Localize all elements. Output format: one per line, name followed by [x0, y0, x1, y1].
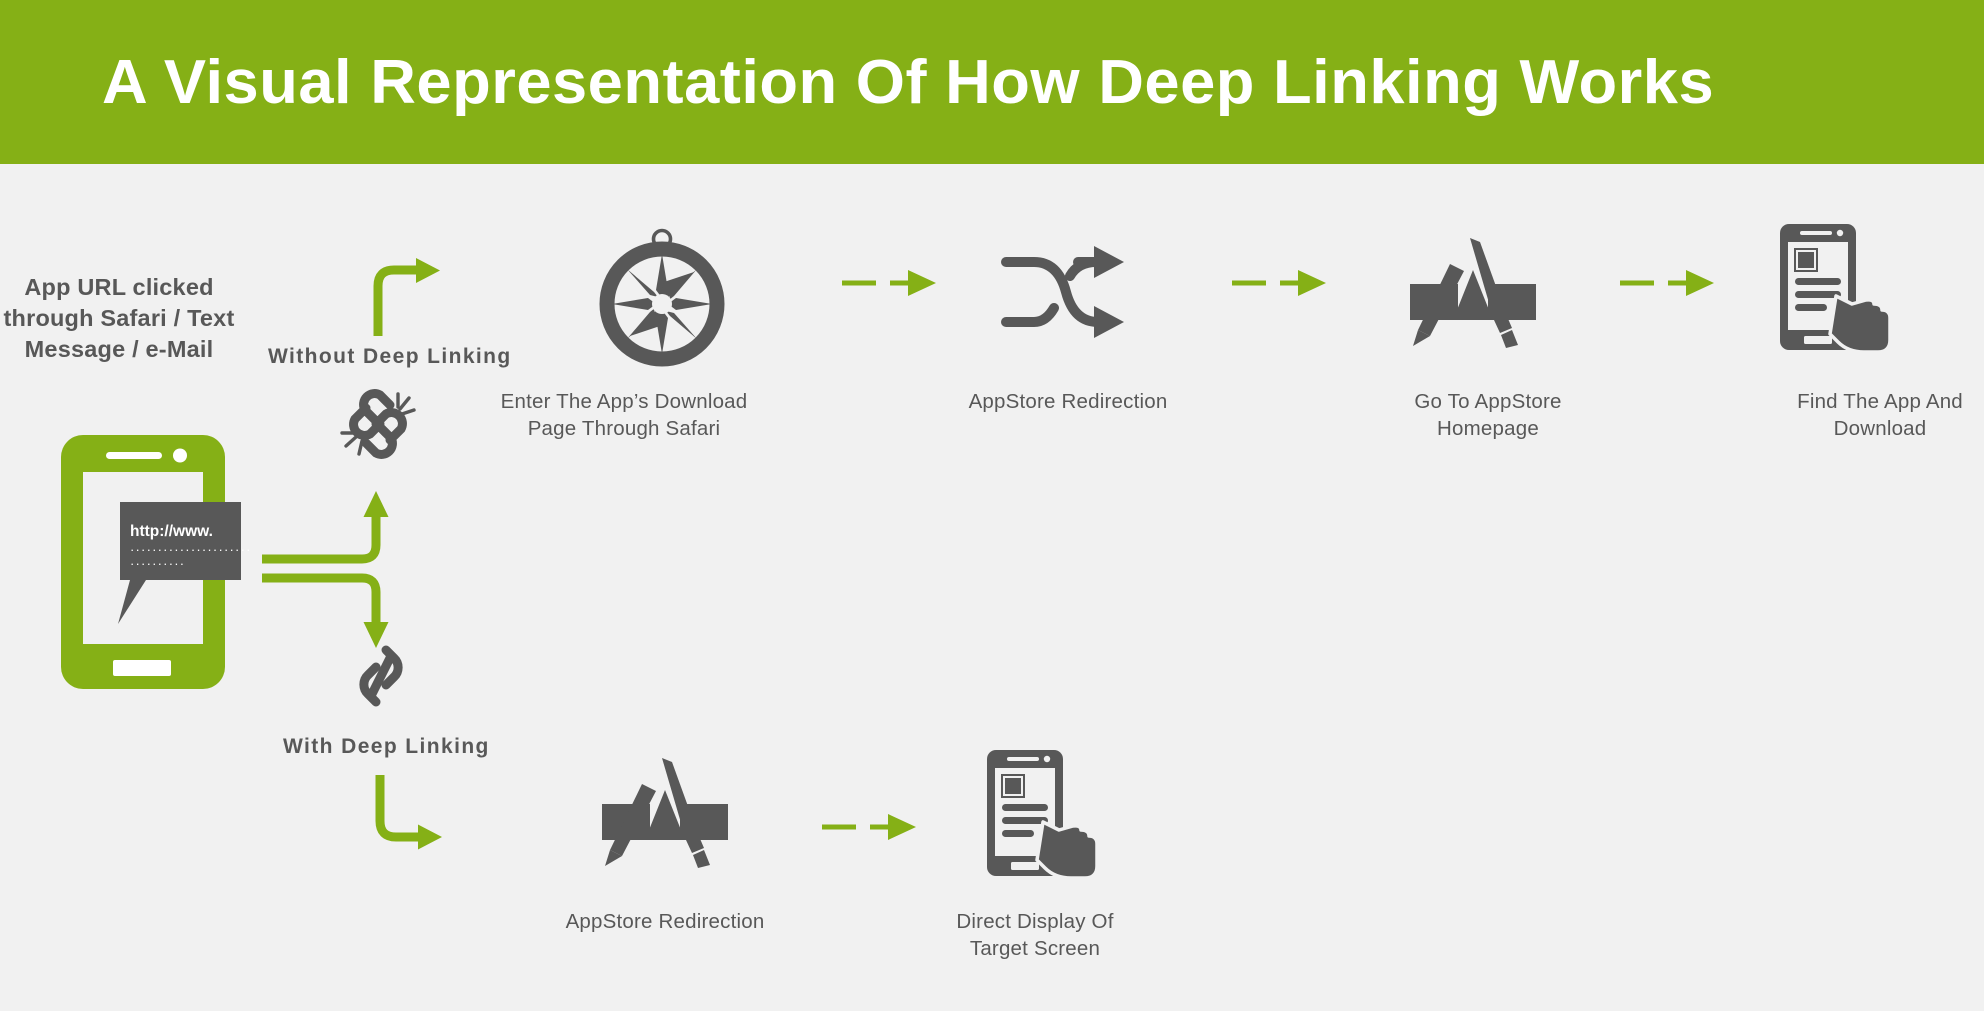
- branch-arrow-right-up: [262, 487, 392, 567]
- shuffle-arrows-icon: [1000, 244, 1128, 340]
- caption-step-bottom-1: AppStore Redirection: [445, 908, 885, 935]
- source-phone-illustration: http://www. ······················ ·····…: [58, 432, 250, 692]
- page-title: A Visual Representation Of How Deep Link…: [102, 47, 1715, 117]
- branch-label-with-deep-linking: With Deep Linking: [283, 735, 490, 758]
- branch-label-without-deep-linking: Without Deep Linking: [268, 345, 512, 368]
- caption-step-top-2: AppStore Redirection: [848, 388, 1288, 415]
- appstore-icon: [600, 752, 730, 870]
- caption-line: Enter The App’s Download: [500, 390, 748, 413]
- branch-arrow-right-down: [262, 572, 392, 662]
- branch-arrow-up-right: [370, 258, 450, 338]
- caption-step-top-4: Find The App And Download: [1660, 388, 1984, 442]
- appstore-icon: [1408, 232, 1538, 350]
- caption-line: Find The App And: [1797, 390, 1963, 413]
- branch-arrow-down-right: [372, 775, 452, 855]
- connector-arrow-bottom-1: [820, 812, 920, 842]
- caption-step-top-1: Enter The App’s Download Page Through Sa…: [404, 388, 844, 442]
- connector-arrow-top-1: [840, 268, 940, 298]
- phone-hand-icon: [985, 748, 1109, 880]
- caption-step-top-3: Go To AppStore Homepage: [1268, 388, 1708, 442]
- connector-arrow-top-2: [1230, 268, 1330, 298]
- chain-link-icon: [350, 640, 412, 712]
- safari-compass-icon: [598, 228, 726, 368]
- caption-line: Download: [1833, 417, 1927, 440]
- caption-step-bottom-2: Direct Display Of Target Screen: [815, 908, 1255, 962]
- bubble-dots-line-1: ······················: [130, 542, 252, 557]
- url-speech-bubble: http://www. ······················ ·····…: [118, 502, 252, 624]
- caption-line: AppStore Redirection: [968, 390, 1168, 413]
- caption-line: Direct Display Of: [956, 910, 1114, 933]
- phone-hand-icon: [1778, 222, 1902, 354]
- bubble-dots-line-2: ··········: [130, 556, 185, 571]
- bubble-url-text: http://www.: [130, 523, 213, 540]
- caption-line: Page Through Safari: [527, 417, 721, 440]
- caption-line: Go To AppStore: [1414, 390, 1562, 413]
- header-banner: A Visual Representation Of How Deep Link…: [0, 0, 1984, 164]
- broken-link-icon: [338, 388, 418, 460]
- caption-line: Target Screen: [969, 937, 1101, 960]
- intro-text: App URL clicked through Safari / Text Me…: [3, 274, 235, 362]
- connector-arrow-top-3: [1618, 268, 1718, 298]
- caption-line: Homepage: [1437, 417, 1539, 440]
- caption-line: AppStore Redirection: [565, 910, 765, 933]
